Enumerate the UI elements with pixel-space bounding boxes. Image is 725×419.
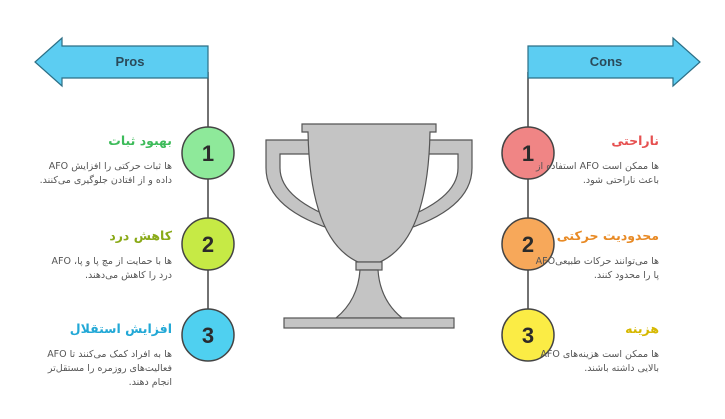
cons-circle-3: 3 <box>501 308 555 362</box>
cons-number-2: 2 <box>522 232 534 257</box>
cons-desc-3: ها ممکن است هزینه‌های AFO بالایی داشته ب… <box>509 348 659 376</box>
pros-desc-3-line-3: انجام دهند. <box>128 377 172 388</box>
cons-desc-2-line-2: پا را محدود کنند. <box>593 270 659 281</box>
cons-number-3: 3 <box>522 323 534 348</box>
cons-desc-3-line-2: بالایی داشته باشند. <box>584 363 659 374</box>
cons-circle-1: 1 <box>501 126 555 180</box>
cons-desc-1: ها ممکن است AFO استفاده از باعث ناراحتی … <box>509 160 659 188</box>
pros-desc-3-line-1: ها به افراد کمک می‌کنند تا AFO <box>47 349 172 360</box>
pros-circle-3: 3 <box>181 308 235 362</box>
pros-title-2: کاهش درد <box>109 228 172 243</box>
pros-desc-3: ها به افراد کمک می‌کنند تا AFO فعالیت‌ها… <box>22 348 172 390</box>
pros-number-1: 1 <box>202 141 214 166</box>
cons-number-1: 1 <box>522 141 534 166</box>
cons-desc-2-line-1: ها می‌توانند حرکات طبیعیAFO <box>535 256 659 267</box>
cons-label: Cons <box>589 54 623 69</box>
cons-title-1: ناراحتی <box>611 133 659 148</box>
cons-desc-1-line-1: ها ممکن است AFO استفاده از <box>535 161 659 172</box>
pros-title-1: بهبود ثبات <box>108 133 172 148</box>
pros-number-3: 3 <box>202 323 214 348</box>
cons-banner-arrow <box>527 36 701 88</box>
pros-desc-3-line-2: فعالیت‌های روزمره را مستقل‌تر <box>47 363 172 374</box>
pros-banner-arrow <box>34 36 209 88</box>
cons-circle-2: 2 <box>501 217 555 271</box>
pros-circle-2: 2 <box>181 217 235 271</box>
cons-desc-3-line-1: ها ممکن است هزینه‌های AFO <box>540 349 659 360</box>
pros-number-2: 2 <box>202 232 214 257</box>
cons-title-2: محدودیت حرکتی <box>556 228 659 243</box>
pros-label: Pros <box>115 54 145 69</box>
pros-desc-2-line-1: ها با حمایت از مچ پا و پا، AFO <box>51 256 172 267</box>
cons-desc-1-line-2: باعث ناراحتی شود. <box>582 175 659 186</box>
cons-title-3: هزینه <box>625 321 659 336</box>
pros-desc-2: ها با حمایت از مچ پا و پا، AFO درد را کا… <box>22 255 172 283</box>
pros-title-3: افزایش استقلال <box>69 321 172 336</box>
pros-desc-1: ها ثبات حرکتی را افزایش AFO داده و از اف… <box>22 160 172 188</box>
cons-desc-2: ها می‌توانند حرکات طبیعیAFO پا را محدود … <box>509 255 659 283</box>
pros-desc-1-line-2: داده و از افتادن جلوگیری می‌کنند. <box>39 175 172 186</box>
pros-desc-1-line-1: ها ثبات حرکتی را افزایش AFO <box>48 161 172 172</box>
trophy-icon <box>265 123 473 329</box>
pros-circle-1: 1 <box>181 126 235 180</box>
pros-desc-2-line-2: درد را کاهش می‌دهند. <box>85 270 172 281</box>
